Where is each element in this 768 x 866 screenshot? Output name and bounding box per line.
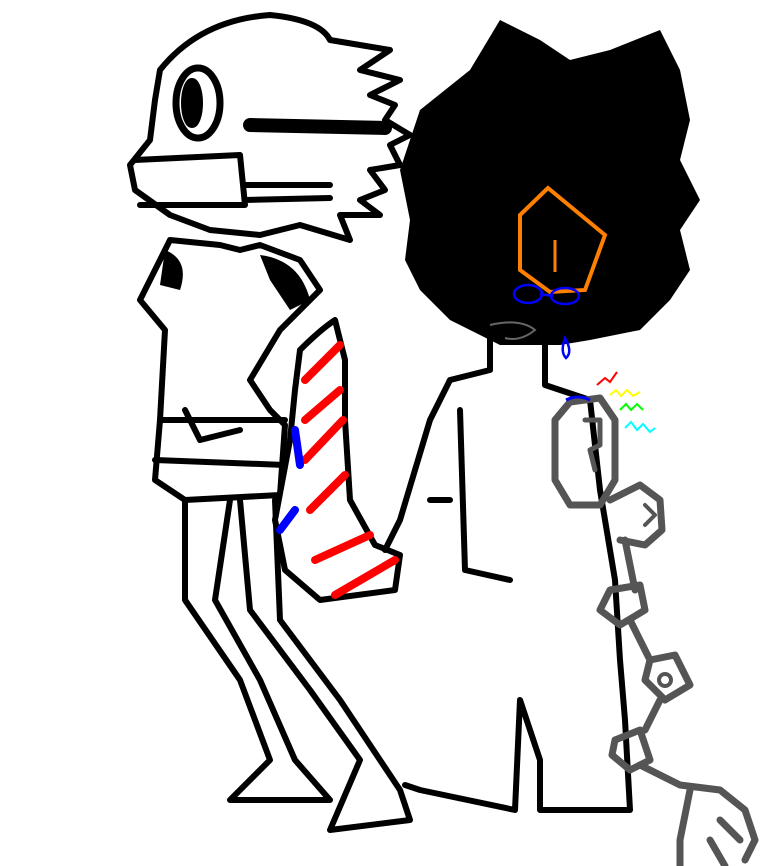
left-figure-visor: [243, 118, 392, 135]
mechanical-arm-segment: [596, 536, 649, 629]
striped-arm: [272, 317, 403, 603]
left-figure-eye: [172, 64, 224, 142]
mechanical-arm-segment: [626, 616, 694, 704]
striped-arm-stripes: [301, 341, 399, 599]
mouth-scribble: [489, 321, 537, 340]
left-figure-body: [137, 237, 323, 503]
right-figure-bow: [512, 283, 581, 306]
right-figure-hair: [400, 20, 700, 345]
mechanical-arm-shoulder: [551, 394, 619, 509]
blue-collar-mark: [565, 395, 591, 402]
striped-arm-blue-mark: [276, 426, 304, 534]
left-figure-eye-pupil: [181, 78, 203, 128]
mechanical-arm: [551, 394, 759, 866]
right-figure-inner-line: [427, 407, 513, 583]
left-figure-jaw: [132, 152, 333, 208]
mechanical-arm-hand: [636, 761, 759, 866]
striped-arm-outline: [272, 317, 403, 603]
left-figure-shading: [160, 250, 310, 310]
teardrop: [561, 335, 571, 360]
sparkle-squiggles: [596, 371, 656, 434]
left-figure-leg-left: [182, 497, 333, 803]
mechanical-arm-segment: [606, 481, 666, 549]
left-figure-belt: [152, 407, 288, 468]
left-figure: [127, 12, 413, 833]
left-figure-leg-right: [237, 497, 413, 833]
right-figure-face: [518, 185, 608, 295]
left-figure-head: [127, 12, 413, 243]
